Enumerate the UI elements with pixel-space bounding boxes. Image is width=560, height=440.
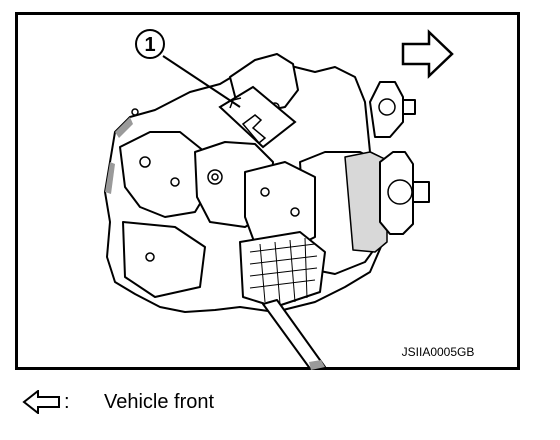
legend: : Vehicle front (22, 390, 522, 416)
shading (105, 117, 325, 370)
hollow-arrow-left-icon (22, 390, 60, 414)
legend-separator: : (64, 391, 70, 413)
legend-label: Vehicle front (104, 391, 215, 413)
fastener-details (131, 98, 413, 262)
vent-grid (249, 237, 318, 305)
diagram-frame: 1 JSIIA0005GB (15, 12, 520, 370)
callout-marker (135, 29, 165, 59)
drawing-code: JSIIA0005GB (402, 345, 475, 359)
callout-number: 1 (144, 34, 155, 56)
callout-leader-line (162, 55, 241, 108)
component-module (218, 85, 297, 149)
hollow-arrow-right-icon (401, 29, 454, 79)
